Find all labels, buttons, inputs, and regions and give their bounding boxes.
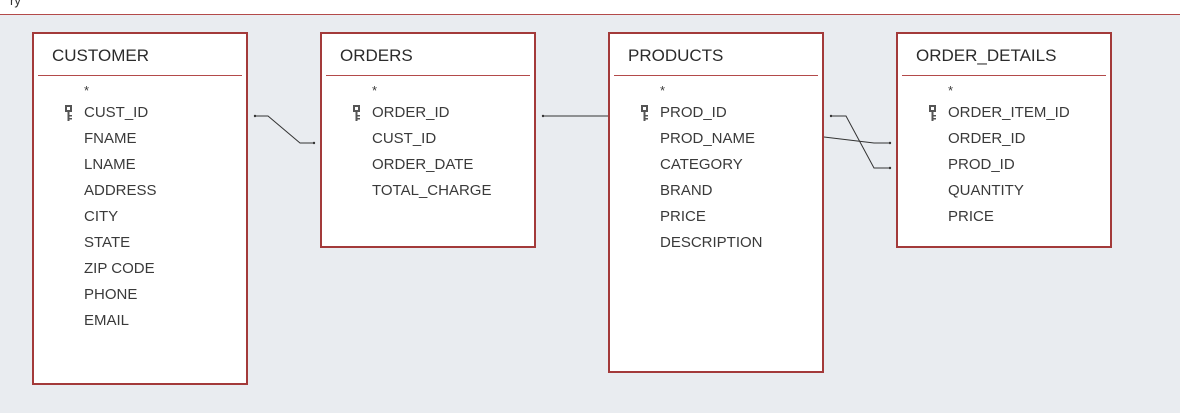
field-label: PRICE: [660, 208, 706, 225]
field-email[interactable]: EMAIL: [34, 308, 246, 334]
table-title[interactable]: PRODUCTS: [628, 46, 724, 65]
field-total-charge[interactable]: TOTAL_CHARGE: [322, 178, 534, 204]
field-label: PRICE: [948, 208, 994, 225]
field-order-item-id[interactable]: ORDER_ITEM_ID: [898, 100, 1110, 126]
field-all-star[interactable]: *: [610, 82, 822, 100]
field-phone[interactable]: PHONE: [34, 282, 246, 308]
table-title[interactable]: ORDER_DETAILS: [916, 46, 1057, 65]
field-label: CATEGORY: [660, 156, 743, 173]
field-quantity[interactable]: QUANTITY: [898, 178, 1110, 204]
join-endpoint: [829, 114, 833, 118]
field-list: * CUST_ID FNAME LNAME ADDRESS CITY STATE…: [34, 82, 246, 334]
field-price[interactable]: PRICE: [610, 204, 822, 230]
field-order-id[interactable]: ORDER_ID: [322, 100, 534, 126]
field-cust-id[interactable]: CUST_ID: [34, 100, 246, 126]
field-label: LNAME: [84, 156, 136, 173]
field-label: CITY: [84, 208, 119, 225]
field-description[interactable]: DESCRIPTION: [610, 230, 822, 256]
table-title-divider: [326, 75, 530, 76]
join-endpoint: [888, 141, 892, 145]
field-label: BRAND: [660, 182, 713, 199]
table-title-divider: [38, 75, 242, 76]
field-label: *: [372, 83, 378, 98]
field-address[interactable]: ADDRESS: [34, 178, 246, 204]
table-products[interactable]: PRODUCTS * PROD_ID PROD_NAME CATEGORY BR…: [608, 32, 824, 373]
field-state[interactable]: STATE: [34, 230, 246, 256]
field-label: DESCRIPTION: [660, 234, 763, 251]
field-prod-name[interactable]: PROD_NAME: [610, 126, 822, 152]
key-icon: [929, 105, 936, 121]
query-header-strip: ry: [0, 0, 1180, 15]
field-label: ORDER_ID: [372, 104, 450, 121]
field-label: ZIP CODE: [84, 260, 155, 277]
field-label: PROD_ID: [948, 156, 1015, 173]
field-label: ORDER_ID: [948, 130, 1026, 147]
field-label: PROD_NAME: [660, 130, 756, 147]
field-label: TOTAL_CHARGE: [372, 182, 492, 199]
field-order-id[interactable]: ORDER_ID: [898, 126, 1110, 152]
field-label: QUANTITY: [948, 182, 1024, 199]
field-all-star[interactable]: *: [898, 82, 1110, 100]
field-city[interactable]: CITY: [34, 204, 246, 230]
field-list: * PROD_ID PROD_NAME CATEGORY BRAND PRICE…: [610, 82, 822, 256]
join-endpoint: [253, 114, 257, 118]
table-title-divider: [902, 75, 1106, 76]
field-label: ORDER_ITEM_ID: [948, 104, 1070, 121]
table-title-divider: [614, 75, 818, 76]
field-category[interactable]: CATEGORY: [610, 152, 822, 178]
field-label: ORDER_DATE: [372, 156, 474, 173]
field-all-star[interactable]: *: [34, 82, 246, 100]
field-label: STATE: [84, 234, 131, 251]
join-endpoint: [541, 114, 545, 118]
field-zip-code[interactable]: ZIP CODE: [34, 256, 246, 282]
field-brand[interactable]: BRAND: [610, 178, 822, 204]
join-line-products-order-details-prodid: [831, 115, 890, 169]
join-line-products-order-details: [823, 136, 890, 144]
table-title[interactable]: ORDERS: [340, 46, 413, 65]
relationship-canvas[interactable]: CUSTOMER * CUST_ID FNAME LNAME ADDRESS C…: [0, 15, 1180, 413]
field-fname[interactable]: FNAME: [34, 126, 246, 152]
field-all-star[interactable]: *: [322, 82, 534, 100]
key-icon: [353, 105, 360, 121]
field-label: PROD_ID: [660, 104, 727, 121]
field-cust-id[interactable]: CUST_ID: [322, 126, 534, 152]
join-endpoint: [888, 166, 892, 170]
query-tab-label: ry: [10, 0, 21, 8]
join-line-customer-orders: [255, 115, 314, 144]
field-label: *: [84, 83, 90, 98]
field-label: *: [660, 83, 666, 98]
table-orders[interactable]: ORDERS * ORDER_ID CUST_ID ORDER_DATE TOT…: [320, 32, 536, 248]
field-lname[interactable]: LNAME: [34, 152, 246, 178]
field-label: FNAME: [84, 130, 137, 147]
field-price[interactable]: PRICE: [898, 204, 1110, 230]
join-endpoint: [312, 141, 316, 145]
field-label: CUST_ID: [372, 130, 437, 147]
field-label: PHONE: [84, 286, 138, 303]
table-order-details[interactable]: ORDER_DETAILS * ORDER_ITEM_ID ORDER_ID P…: [896, 32, 1112, 248]
field-label: CUST_ID: [84, 104, 149, 121]
field-label: *: [948, 83, 954, 98]
table-customer[interactable]: CUSTOMER * CUST_ID FNAME LNAME ADDRESS C…: [32, 32, 248, 385]
field-list: * ORDER_ID CUST_ID ORDER_DATE TOTAL_CHAR…: [322, 82, 534, 204]
field-label: EMAIL: [84, 312, 130, 329]
field-list: * ORDER_ITEM_ID ORDER_ID PROD_ID QUANTIT…: [898, 82, 1110, 230]
key-icon: [65, 105, 72, 121]
table-title[interactable]: CUSTOMER: [52, 46, 149, 65]
field-prod-id[interactable]: PROD_ID: [610, 100, 822, 126]
field-prod-id[interactable]: PROD_ID: [898, 152, 1110, 178]
key-icon: [641, 105, 648, 121]
field-order-date[interactable]: ORDER_DATE: [322, 152, 534, 178]
field-label: ADDRESS: [84, 182, 157, 199]
